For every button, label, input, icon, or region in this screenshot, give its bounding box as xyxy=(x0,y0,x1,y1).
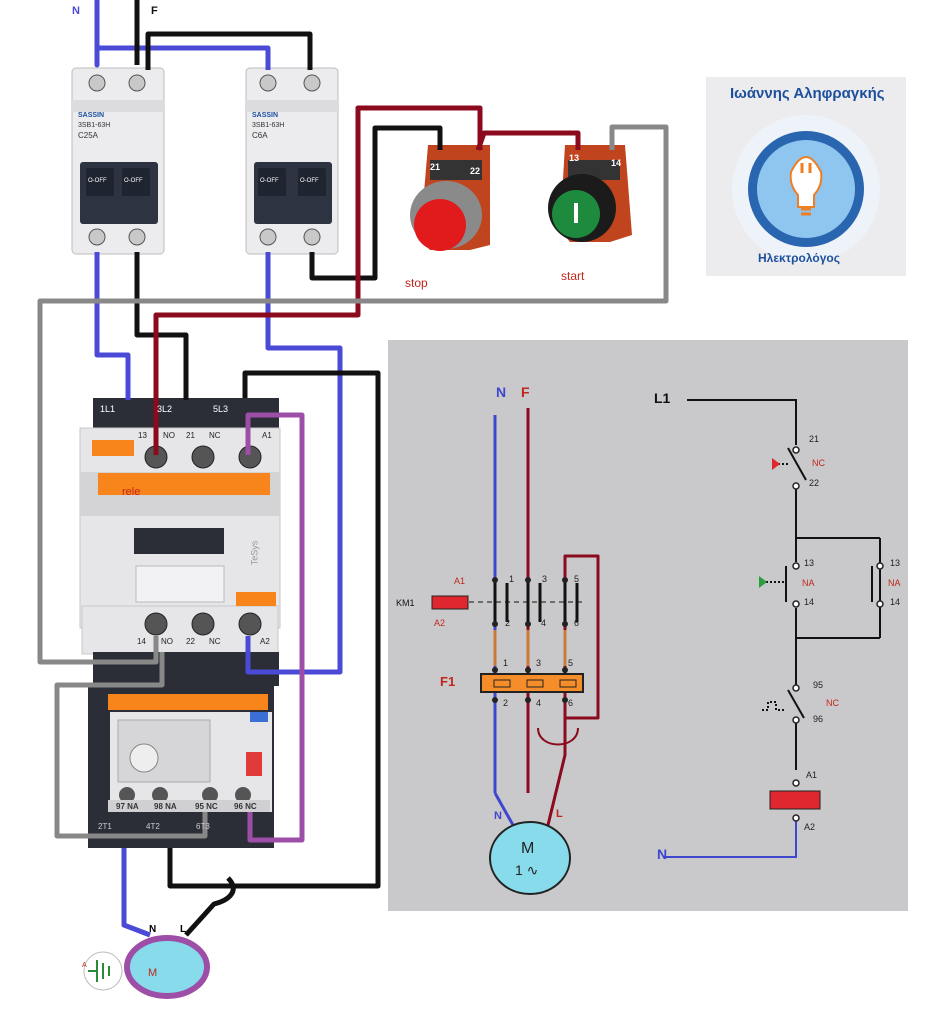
sch-motor-m: M xyxy=(521,840,535,857)
stop-21: 21 xyxy=(809,434,820,444)
overload-bottom-2: 4T2 xyxy=(146,822,160,831)
stop-terminal-21: 21 xyxy=(430,162,441,172)
aux-top-a1: A1 xyxy=(262,431,272,440)
overload-term-98: 98 NA xyxy=(154,802,177,811)
control-n-label: N xyxy=(657,846,668,862)
author-logo: Ιωάννης Αληφραγκής Ηλεκτρολόγος xyxy=(706,77,906,276)
coil-a1-label: A1 xyxy=(454,576,466,586)
stop-button xyxy=(410,145,490,251)
start-button xyxy=(548,145,632,242)
aux-top-13: 13 xyxy=(138,431,147,440)
overload-bottom-3: 6T3 xyxy=(196,822,210,831)
schematic-motor xyxy=(489,821,571,895)
overload-term-97: 97 NA xyxy=(116,802,139,811)
hold-13: 13 xyxy=(890,558,901,568)
breaker-2-rating: C6A xyxy=(252,131,268,140)
logo-bulb-icon xyxy=(732,115,880,263)
ol-top-5: 5 xyxy=(568,658,574,668)
logo-name: Ιωάννης Αληφραγκής xyxy=(730,85,885,102)
wires xyxy=(37,0,669,938)
schematic-svg xyxy=(431,399,884,895)
stop-terminal-22: 22 xyxy=(470,166,481,176)
motor-l-label: L xyxy=(180,924,187,935)
rele-label: rele xyxy=(122,486,141,498)
breaker-2-model: 3SB1-63H xyxy=(252,122,285,129)
hold-na: NA xyxy=(888,578,901,588)
schematic-panel: N F KM1 A1 A2 F1 1 3 5 2 4 6 1 3 5 2 4 6… xyxy=(388,340,908,911)
contact-top-1: 1 xyxy=(509,574,515,584)
ground-label: A xyxy=(82,962,87,969)
ol-bottom-6: 6 xyxy=(568,698,574,708)
ol-bottom-2: 2 xyxy=(503,698,509,708)
contact-mid-4: 4 xyxy=(541,618,547,628)
ol-95: 95 xyxy=(813,680,824,690)
breaker-1-off-2: O-OFF xyxy=(124,178,143,184)
contact-mid-6: 6 xyxy=(574,618,580,628)
start-terminal-13: 13 xyxy=(569,153,580,163)
sch-n-label: N xyxy=(496,384,507,400)
breaker-1-model: 3SB1-63H xyxy=(78,122,111,129)
breaker-2 xyxy=(245,67,339,255)
aux-bottom-14: 14 xyxy=(137,637,146,646)
coil-a1: A1 xyxy=(806,770,818,780)
stop-nc: NC xyxy=(812,458,825,468)
aux-bottom-a2: A2 xyxy=(260,637,270,646)
sch-motor-n: N xyxy=(494,810,502,822)
wiring-motor xyxy=(83,935,210,999)
aux-bottom-nc: NC xyxy=(209,637,221,646)
ol-bottom-4: 4 xyxy=(536,698,542,708)
start-13: 13 xyxy=(804,558,815,568)
coil-a2-label: A2 xyxy=(434,618,446,628)
phase-label: F xyxy=(151,5,158,17)
contactor-brand: TeSys xyxy=(249,540,260,566)
start-na: NA xyxy=(802,578,815,588)
ol-96: 96 xyxy=(813,714,824,724)
aux-top-nc: NC xyxy=(209,431,221,440)
breaker-2-off-2: O-OFF xyxy=(300,178,319,184)
stop-22: 22 xyxy=(809,478,820,488)
start-terminal-14: 14 xyxy=(611,158,622,168)
ol-top-1: 1 xyxy=(503,658,509,668)
logo-profession: Ηλεκτρολόγος xyxy=(758,251,840,265)
overload-term-96: 96 NC xyxy=(234,802,257,811)
start-label: start xyxy=(561,269,585,283)
overload-term-95: 95 NC xyxy=(195,802,218,811)
breaker-1-rating: C25A xyxy=(78,131,99,140)
breaker-1 xyxy=(71,67,165,255)
motor-n-label: N xyxy=(149,924,157,935)
coil-a2: A2 xyxy=(804,822,816,832)
sch-motor-phase: 1 ∿ xyxy=(515,862,539,878)
l1-label: L1 xyxy=(654,390,671,406)
contact-top-3: 3 xyxy=(542,574,548,584)
start-14: 14 xyxy=(804,597,815,607)
sch-motor-l: L xyxy=(556,808,563,820)
breaker-1-off-1: O-OFF xyxy=(88,178,107,184)
contact-mid-2: 2 xyxy=(505,618,511,628)
aux-top-21: 21 xyxy=(186,431,195,440)
aux-top-no: NO xyxy=(163,431,175,440)
breaker-2-off-1: O-OFF xyxy=(260,178,279,184)
sch-f-label: F xyxy=(521,384,530,400)
contact-top-5: 5 xyxy=(574,574,580,584)
breaker-2-brand: SASSIN xyxy=(252,112,279,119)
breaker-1-brand: SASSIN xyxy=(78,112,105,119)
ol-top-3: 3 xyxy=(536,658,542,668)
contactor-top-3: 5L3 xyxy=(213,404,229,414)
f1-label: F1 xyxy=(440,674,456,689)
aux-bottom-22: 22 xyxy=(186,637,195,646)
motor-m-label: M xyxy=(148,967,158,979)
ol-nc: NC xyxy=(826,698,839,708)
aux-bottom-no: NO xyxy=(161,637,173,646)
neutral-label: N xyxy=(72,5,80,17)
contactor-top-1: 1L1 xyxy=(100,404,116,414)
hold-14: 14 xyxy=(890,597,901,607)
overload-bottom-1: 2T1 xyxy=(98,822,112,831)
stop-label: stop xyxy=(405,276,428,290)
contactor-top-2: 3L2 xyxy=(157,404,173,414)
km1-label: KM1 xyxy=(396,598,415,608)
overload-relay xyxy=(88,686,274,848)
